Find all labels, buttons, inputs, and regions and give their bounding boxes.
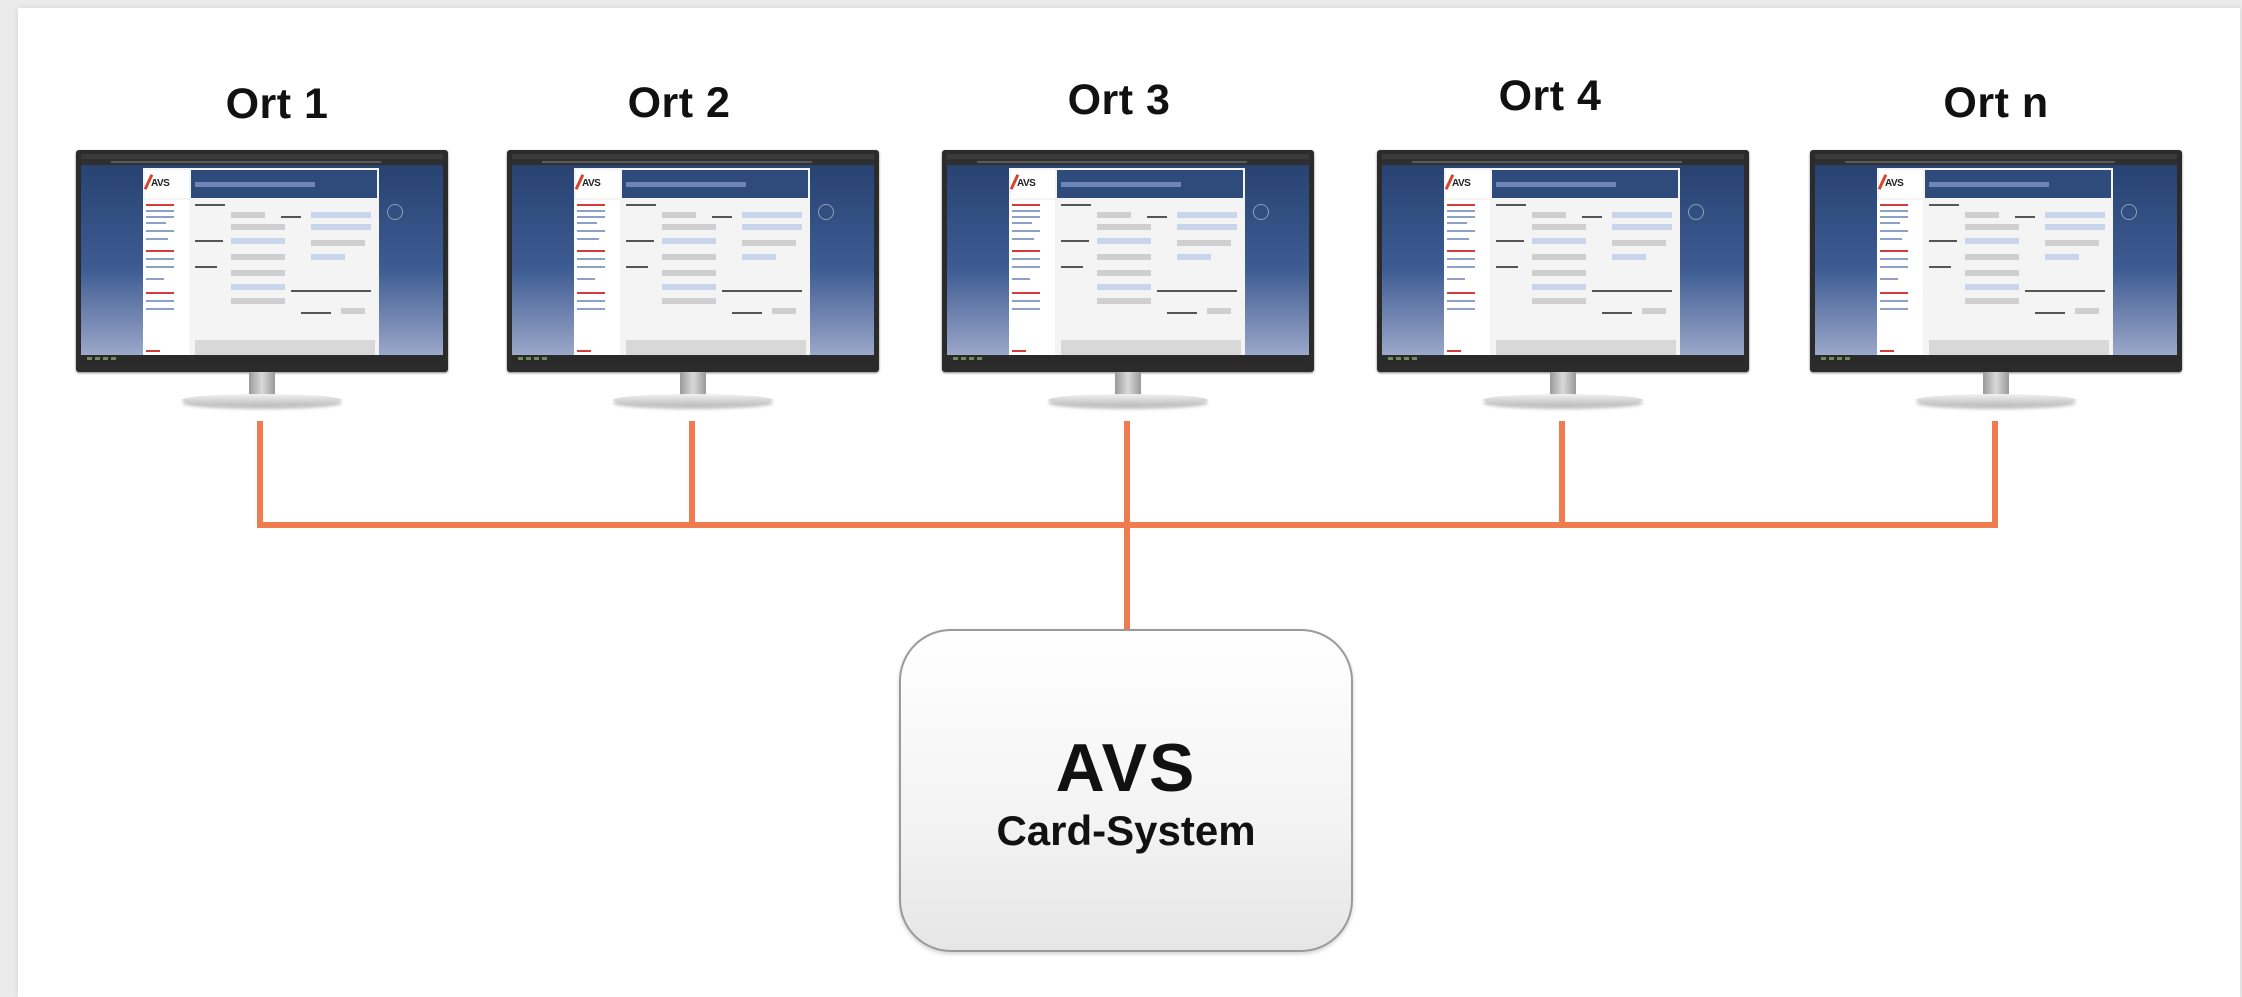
monitor-screen: AVS <box>1815 154 2177 362</box>
browser-page-thumbnail: AVS <box>1009 168 1245 358</box>
monitor-stand-base <box>1916 394 2076 406</box>
monitor-stand-neck <box>680 372 706 396</box>
monitor-stand-base <box>613 394 773 406</box>
site-label-ort-3: Ort 3 <box>1067 76 1171 124</box>
monitor-bezel: AVS <box>942 150 1314 372</box>
avs-logo: AVS <box>1444 170 1490 198</box>
avs-logo: AVS <box>1009 170 1055 198</box>
clock-icon <box>2121 204 2137 220</box>
monitor-ort-2: AVS <box>507 150 879 410</box>
clock-icon <box>1253 204 1269 220</box>
browser-page-thumbnail: AVS <box>1877 168 2113 358</box>
monitor-ort-1: AVS <box>76 150 448 410</box>
monitor-ort-4: AVS <box>1377 150 1749 410</box>
monitor-screen: AVS <box>947 154 1309 362</box>
monitor-bezel: AVS <box>507 150 879 372</box>
monitor-stand-base <box>1483 394 1643 406</box>
clock-icon <box>387 204 403 220</box>
monitor-stand-neck <box>249 372 275 396</box>
avs-logo: AVS <box>143 170 189 198</box>
monitor-stand-neck <box>1115 372 1141 396</box>
clock-icon <box>818 204 834 220</box>
central-system-title: AVS <box>1055 730 1197 806</box>
browser-page-thumbnail: AVS <box>143 168 379 358</box>
monitor-screen: AVS <box>81 154 443 362</box>
central-system-box: AVS Card-System <box>899 629 1353 952</box>
site-label-ort-n: Ort n <box>1943 79 2049 127</box>
clock-icon <box>1688 204 1704 220</box>
monitor-screen: AVS <box>512 154 874 362</box>
monitor-stand-base <box>182 394 342 406</box>
monitor-bezel: AVS <box>1810 150 2182 372</box>
monitor-bezel: AVS <box>1377 150 1749 372</box>
monitor-stand-base <box>1048 394 1208 406</box>
monitor-ort-n: AVS <box>1810 150 2182 410</box>
monitor-screen: AVS <box>1382 154 1744 362</box>
central-system-subtitle: Card-System <box>996 807 1256 854</box>
site-label-ort-1: Ort 1 <box>225 80 329 128</box>
monitor-stand-neck <box>1550 372 1576 396</box>
monitor-bezel: AVS <box>76 150 448 372</box>
avs-logo: AVS <box>1877 170 1923 198</box>
site-label-ort-2: Ort 2 <box>627 79 731 127</box>
monitor-ort-3: AVS <box>942 150 1314 410</box>
site-label-ort-4: Ort 4 <box>1498 72 1602 120</box>
browser-page-thumbnail: AVS <box>1444 168 1680 358</box>
browser-page-thumbnail: AVS <box>574 168 810 358</box>
monitor-stand-neck <box>1983 372 2009 396</box>
avs-logo: AVS <box>574 170 620 198</box>
